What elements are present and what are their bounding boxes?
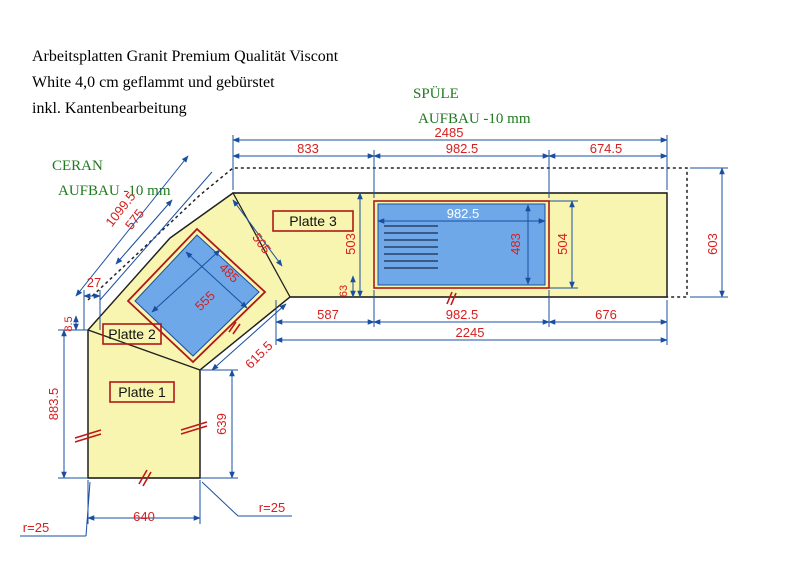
plate-1-label: Platte 1 xyxy=(118,384,166,400)
sink-cut-frame xyxy=(373,200,550,289)
plate-3-label: Platte 3 xyxy=(289,213,337,229)
dim-radius-right: r=25 xyxy=(259,500,285,515)
sink-drainboard xyxy=(384,225,438,269)
sink-basin xyxy=(377,203,546,286)
dim-small-85: 8.5 xyxy=(63,316,75,331)
plate-2-box xyxy=(102,323,162,345)
dim-small-63: 63 xyxy=(338,285,350,297)
dim-right-depth: 603 xyxy=(705,233,720,255)
dim-bottom-left: 587 xyxy=(317,307,339,322)
dim-top-total: 2485 xyxy=(435,125,464,140)
spec-line-3: inkl. Kantenbearbeitung xyxy=(32,100,187,117)
dim-left-8835: 883.5 xyxy=(46,388,61,421)
dim-plate3-depth: 503 xyxy=(343,233,358,255)
dim-sink-cut-height: 504 xyxy=(555,233,570,255)
specification-notes: Arbeitsplatten Granit Premium Qualität V… xyxy=(32,44,338,122)
plate-2-label: Platte 2 xyxy=(108,326,156,342)
dim-bottom-mid: 982.5 xyxy=(446,307,479,322)
dim-top-right: 674.5 xyxy=(590,141,623,156)
dimension-lines xyxy=(20,135,728,537)
dim-diag-6155: 615.5 xyxy=(242,338,276,372)
dim-top-left: 833 xyxy=(297,141,319,156)
sink-label: SPÜLE xyxy=(413,86,459,102)
sink-cutout xyxy=(373,200,550,289)
dim-sink-width: 982.5 xyxy=(447,206,480,221)
dim-radius-left: r=25 xyxy=(23,520,49,535)
dim-bottom-total: 2245 xyxy=(456,325,485,340)
plate-labels: Platte 3 Platte 2 Platte 1 xyxy=(102,210,354,403)
dim-bottom-640: 640 xyxy=(133,509,155,524)
dim-right-639: 639 xyxy=(214,413,229,435)
dim-bottom-right: 676 xyxy=(595,307,617,322)
dim-small-27: 27 xyxy=(87,275,101,290)
plate-1-box xyxy=(109,381,175,403)
dim-sink-height: 483 xyxy=(508,233,523,255)
countertop-outline xyxy=(87,192,668,479)
seam-markers xyxy=(74,291,457,487)
sink-aufbau-label: AUFBAU -10 mm xyxy=(418,111,531,127)
spec-line-1: Arbeitsplatten Granit Premium Qualität V… xyxy=(32,48,339,65)
dim-top-mid: 982.5 xyxy=(446,141,479,156)
spec-line-2: White 4,0 cm geflammt und gebürstet xyxy=(32,74,275,91)
